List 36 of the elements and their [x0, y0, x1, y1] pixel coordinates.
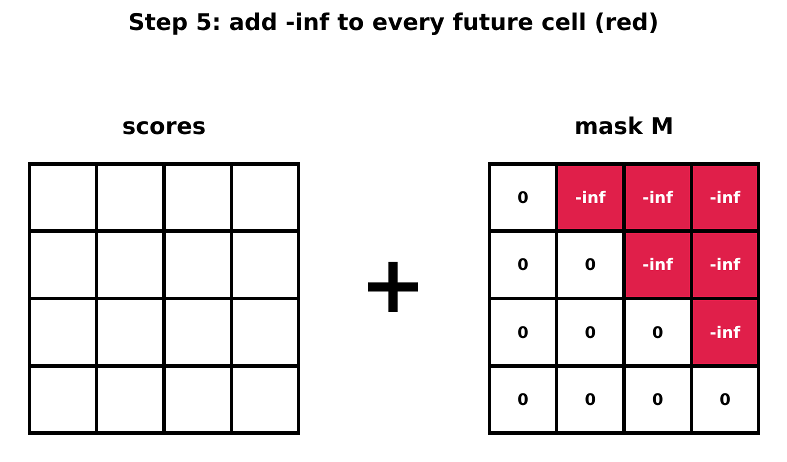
empty-cell [233, 368, 297, 432]
grid-heading: scores [122, 114, 206, 142]
empty-cell [166, 368, 230, 432]
empty-cell [98, 368, 162, 432]
mask-cell: -inf [558, 166, 622, 230]
mask-cell: 0 [693, 368, 757, 432]
mask-cell: 0 [558, 232, 622, 297]
mask-cell: 0 [558, 368, 622, 432]
empty-cell [166, 232, 230, 297]
empty-cell [98, 232, 162, 297]
empty-cell [31, 368, 95, 432]
grid-heading: mask M [574, 114, 674, 142]
mask-cell: -inf [626, 166, 690, 230]
empty-cell [31, 300, 95, 364]
mask-cell: -inf [626, 232, 690, 297]
empty-cell [233, 166, 297, 230]
mask-cell: 0 [491, 232, 555, 297]
mask-cell: 0 [491, 166, 555, 230]
empty-cell [233, 300, 297, 364]
mask-cell: 0 [491, 300, 555, 364]
empty-cell [233, 232, 297, 297]
mask-cell: 0 [491, 368, 555, 432]
empty-cell [166, 300, 230, 364]
mask-cell: 0 [558, 300, 622, 364]
empty-cell [98, 300, 162, 364]
empty-cell [166, 166, 230, 230]
empty-cell [31, 232, 95, 297]
mask-cell: -inf [693, 166, 757, 230]
mask-cell: 0 [626, 368, 690, 432]
empty-cell [98, 166, 162, 230]
title: Step 5: add -inf to every future cell (red) [127, 10, 660, 36]
plus-sign: + [358, 245, 428, 325]
mask-cell: -inf [693, 232, 757, 297]
empty-cell [31, 166, 95, 230]
mask-cell: -inf [693, 300, 757, 364]
mask-cell: 0 [626, 300, 690, 364]
